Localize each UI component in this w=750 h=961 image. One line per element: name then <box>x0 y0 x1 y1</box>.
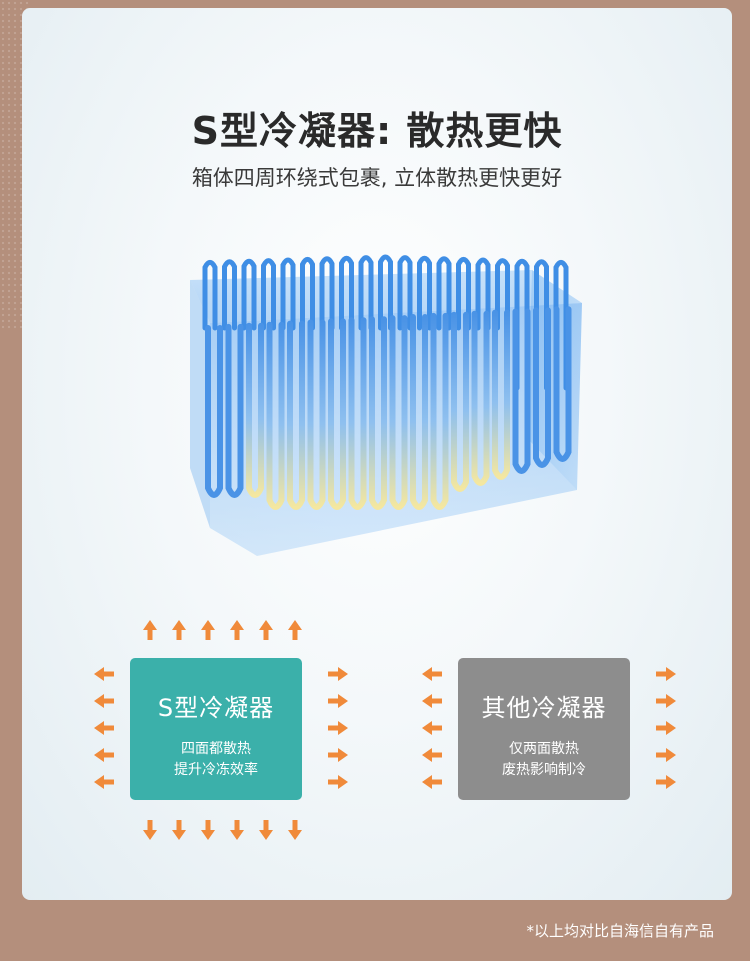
arrow-icon <box>422 775 442 789</box>
other-condenser-name: 其他冷凝器 <box>481 694 607 722</box>
arrow-icon <box>143 620 157 640</box>
arrow-icon <box>656 748 676 762</box>
back-coil-loop <box>475 257 491 331</box>
front-coil-loop <box>492 309 510 480</box>
front-coil-loop <box>348 317 367 510</box>
arrow-icon <box>288 820 302 840</box>
front-coil-loop <box>533 307 551 468</box>
arrow-icon <box>328 748 348 762</box>
back-coil-loop <box>319 256 335 331</box>
front-coil-loop <box>430 312 449 510</box>
back-coil-loop <box>534 259 549 391</box>
arrow-icon <box>328 667 348 681</box>
other-condenser-line2: 废热影响制冷 <box>502 762 586 778</box>
s-condenser-box: S型冷凝器 四面都散热 提升冷冻效率 <box>130 658 302 800</box>
arrow-icon <box>422 748 442 762</box>
arrow-icon <box>172 620 186 640</box>
front-coil-loop <box>369 316 387 510</box>
page-title: S型冷凝器: 散热更快 <box>191 109 563 153</box>
arrow-icon <box>94 748 114 762</box>
back-coil-loop <box>241 258 257 331</box>
back-coil-loop <box>514 258 530 391</box>
arrow-icon <box>288 620 302 640</box>
s-condenser-line2: 提升冷冻效率 <box>174 762 258 778</box>
footnote: *以上均对比自海信自有产品 <box>526 922 714 940</box>
s-condenser-name: S型冷凝器 <box>157 694 275 722</box>
front-coil-loop <box>512 308 531 474</box>
arrow-icon <box>259 620 273 640</box>
arrow-icon <box>94 694 114 708</box>
box-top-face <box>190 270 582 323</box>
back-coil-loop <box>436 256 452 331</box>
arrow-icon <box>172 820 186 840</box>
back-coil <box>202 254 569 391</box>
arrow-icon <box>94 721 114 735</box>
arrow-icon <box>201 620 215 640</box>
back-coil-loop <box>300 256 315 331</box>
front-coil-loop <box>225 323 244 498</box>
s-condenser-line1: 四面都散热 <box>181 741 251 757</box>
front-coil-loop <box>389 315 408 510</box>
other-condenser-line1: 仅两面散热 <box>509 741 579 757</box>
arrow-icon <box>230 620 244 640</box>
arrow-icon <box>328 721 348 735</box>
front-coil-loop <box>451 311 469 492</box>
arrow-icon <box>143 820 157 840</box>
front-coil-loop <box>307 319 326 510</box>
back-coil-loop <box>261 258 276 331</box>
front-coil <box>205 306 572 510</box>
page-subtitle: 箱体四周环绕式包裹, 立体散热更快更好 <box>191 166 563 190</box>
front-coil-loop <box>287 320 305 510</box>
front-coil-loop <box>246 322 264 498</box>
arrow-icon <box>328 694 348 708</box>
front-coil-loop <box>205 325 223 498</box>
arrow-icon <box>422 667 442 681</box>
condenser-illustration <box>94 254 676 840</box>
arrow-icon <box>422 694 442 708</box>
back-coil-loop <box>339 255 354 331</box>
back-coil-loop <box>358 255 374 331</box>
arrow-icon <box>656 721 676 735</box>
front-coil-loop <box>328 318 346 510</box>
arrow-icon <box>656 775 676 789</box>
back-coil-loop <box>553 259 569 391</box>
back-coil-loop <box>280 257 296 331</box>
back-coil-loop <box>495 258 510 331</box>
front-coil-loop <box>471 310 490 486</box>
heat-arrows <box>94 620 676 840</box>
front-coil-loop <box>410 314 428 510</box>
front-coil-loop <box>553 306 572 462</box>
front-coil-loop <box>266 321 285 510</box>
arrow-icon <box>94 667 114 681</box>
back-coil-loop <box>222 259 237 331</box>
arrow-icon <box>94 775 114 789</box>
back-coil-loop <box>202 259 218 331</box>
back-coil-loop <box>417 255 432 331</box>
content-card: S型冷凝器: 散热更快 箱体四周环绕式包裹, 立体散热更快更好 <box>22 8 732 900</box>
back-coil-loop <box>456 256 471 331</box>
arrow-icon <box>656 667 676 681</box>
back-coil-loop <box>378 254 393 331</box>
arrow-icon <box>328 775 348 789</box>
arrow-icon <box>422 721 442 735</box>
arrow-icon <box>201 820 215 840</box>
arrow-icon <box>656 694 676 708</box>
back-coil-loop <box>397 255 413 331</box>
arrow-icon <box>230 820 244 840</box>
arrow-icon <box>259 820 273 840</box>
other-condenser-box: 其他冷凝器 仅两面散热 废热影响制冷 <box>458 658 630 800</box>
